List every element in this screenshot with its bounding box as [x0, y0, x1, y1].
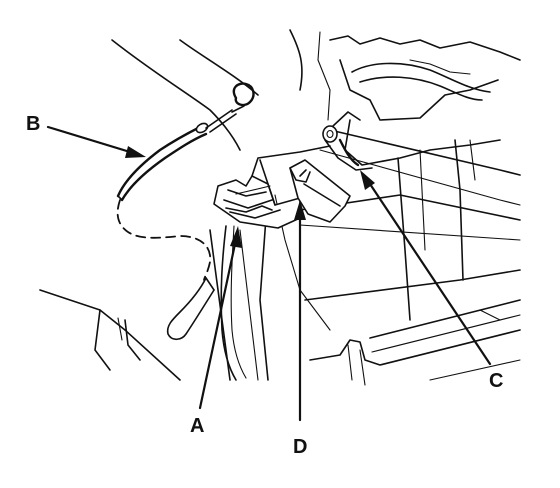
callout-d: D	[293, 436, 307, 458]
heater-unit-housing	[299, 35, 521, 386]
control-cable	[116, 82, 255, 341]
callout-b: B	[26, 113, 40, 135]
leader-b	[46, 125, 146, 158]
leader-c	[360, 170, 492, 366]
cable-clamp	[289, 159, 351, 223]
callout-c: C	[489, 370, 503, 392]
leader-a	[198, 226, 242, 410]
control-linkage	[322, 111, 373, 171]
callout-a: A	[190, 415, 204, 437]
cable-clip-bracket	[213, 145, 331, 229]
leader-d	[294, 200, 306, 422]
